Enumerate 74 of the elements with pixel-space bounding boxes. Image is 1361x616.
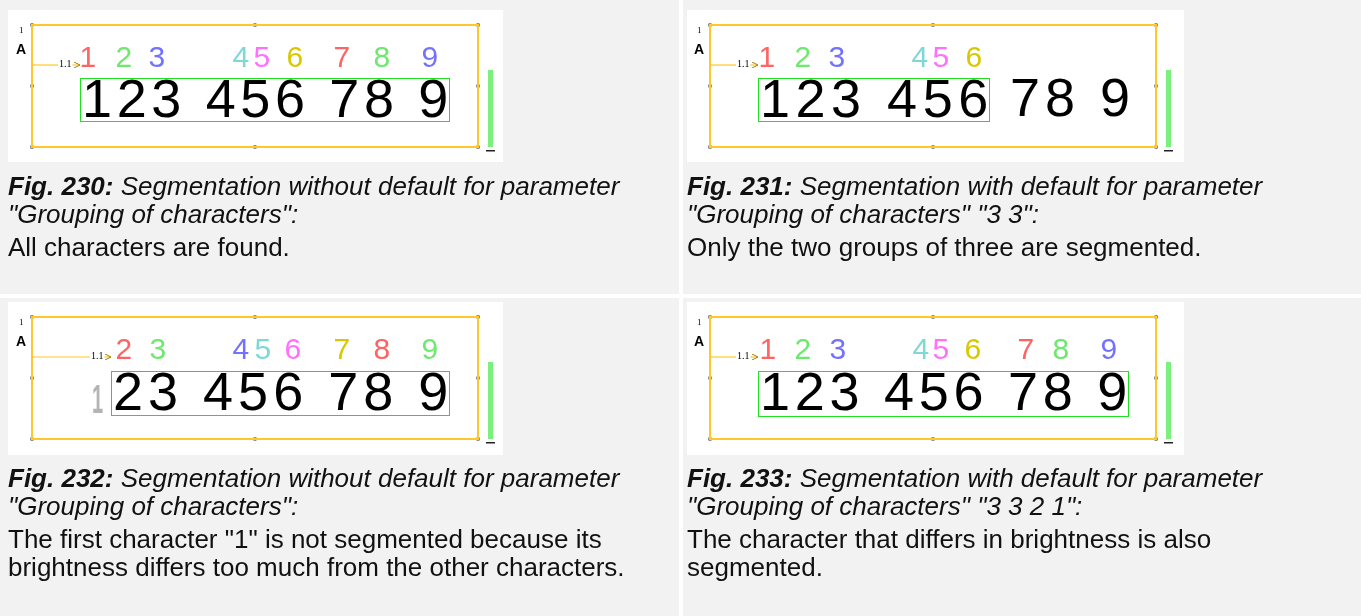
- character-index: 9: [421, 334, 439, 364]
- leader-line: [749, 353, 759, 361]
- character-index: 6: [286, 42, 304, 72]
- leader-line: [709, 64, 737, 66]
- segmented-text: 23 456 78 9: [113, 364, 454, 418]
- character-index: 7: [333, 334, 351, 364]
- character-index: 4: [912, 334, 930, 364]
- figure-caption: Fig. 232: Segmentation without default for parameter "Grouping of characters":: [8, 464, 622, 520]
- character-index: 5: [932, 42, 950, 72]
- search-region-frame: [31, 24, 479, 148]
- character-index: 6: [965, 42, 983, 72]
- marker-label: 1.1: [737, 59, 750, 69]
- description-text: The first character "1" is not segmented because its brightness differs too much from the other characters.: [8, 525, 626, 581]
- leader-line: [71, 61, 81, 69]
- leader-line: [709, 356, 737, 358]
- character-index: 3: [149, 334, 167, 364]
- character-index: 5: [932, 334, 950, 364]
- search-region-frame: [709, 316, 1157, 440]
- leader-line: [31, 356, 91, 358]
- search-region-frame: [709, 24, 1157, 148]
- leader-line: [31, 64, 59, 66]
- unsegmented-text: 78 9: [1010, 70, 1136, 124]
- character-index: 9: [421, 42, 439, 72]
- character-index: 2: [115, 334, 133, 364]
- marker-label: 1.1: [91, 351, 104, 361]
- character-index: 6: [284, 334, 302, 364]
- marker-number: 1: [19, 318, 24, 327]
- marker-letter: A: [694, 42, 705, 56]
- character-index: 4: [232, 334, 250, 364]
- character-index: 4: [232, 42, 250, 72]
- segmented-text: 123 456: [760, 71, 994, 125]
- character-index: 2: [115, 42, 133, 72]
- character-index: 2: [794, 42, 812, 72]
- character-index: 3: [148, 42, 166, 72]
- figure-caption: Fig. 231: Segmentation with default for parameter "Grouping of characters" "3 3":: [687, 172, 1264, 228]
- character-index: 5: [253, 42, 271, 72]
- character-index: 5: [254, 334, 272, 364]
- character-index: 8: [1052, 334, 1070, 364]
- character-index: 1: [79, 42, 97, 72]
- segmentation-frame: [80, 78, 450, 122]
- character-index: 7: [1017, 334, 1035, 364]
- description-text: All characters are found.: [8, 233, 291, 261]
- segmentation-frame: [758, 371, 1129, 417]
- character-index: 8: [373, 334, 391, 364]
- leader-line: [749, 61, 759, 69]
- search-region-frame: [31, 316, 479, 440]
- segmentation-frame: [758, 78, 990, 122]
- marker-letter: A: [16, 334, 27, 348]
- character-index: 8: [373, 42, 391, 72]
- character-index: 6: [964, 334, 982, 364]
- character-index: 1: [759, 334, 777, 364]
- character-index: 3: [828, 42, 846, 72]
- unsegmented-character: 1: [92, 384, 104, 414]
- segmented-text: 123 456 78 9: [82, 71, 453, 125]
- figure-caption: Fig. 230: Segmentation without default for parameter "Grouping of characters":: [8, 172, 622, 228]
- marker-letter: A: [694, 334, 705, 348]
- description-text: Only the two groups of three are segmented.: [687, 233, 1203, 261]
- character-index: 2: [794, 334, 812, 364]
- character-index: 3: [829, 334, 847, 364]
- segmented-text: 123 456 78 9: [760, 364, 1133, 418]
- character-index: 9: [1100, 334, 1118, 364]
- character-index: 1: [758, 42, 776, 72]
- marker-letter: A: [16, 42, 27, 56]
- marker-label: 1.1: [59, 59, 72, 69]
- figure-caption: Fig. 233: Segmentation with default for parameter "Grouping of characters" "3 3 2 1":: [687, 464, 1264, 520]
- marker-label: 1.1: [737, 351, 750, 361]
- character-index: 7: [333, 42, 351, 72]
- marker-number: 1: [19, 26, 24, 35]
- description-text: The character that differs in brightness is also segmented.: [687, 525, 1213, 581]
- leader-line: [103, 353, 112, 361]
- segmentation-frame: [111, 371, 450, 416]
- character-index: 4: [911, 42, 929, 72]
- marker-number: 1: [697, 26, 702, 35]
- marker-number: 1: [697, 318, 702, 327]
